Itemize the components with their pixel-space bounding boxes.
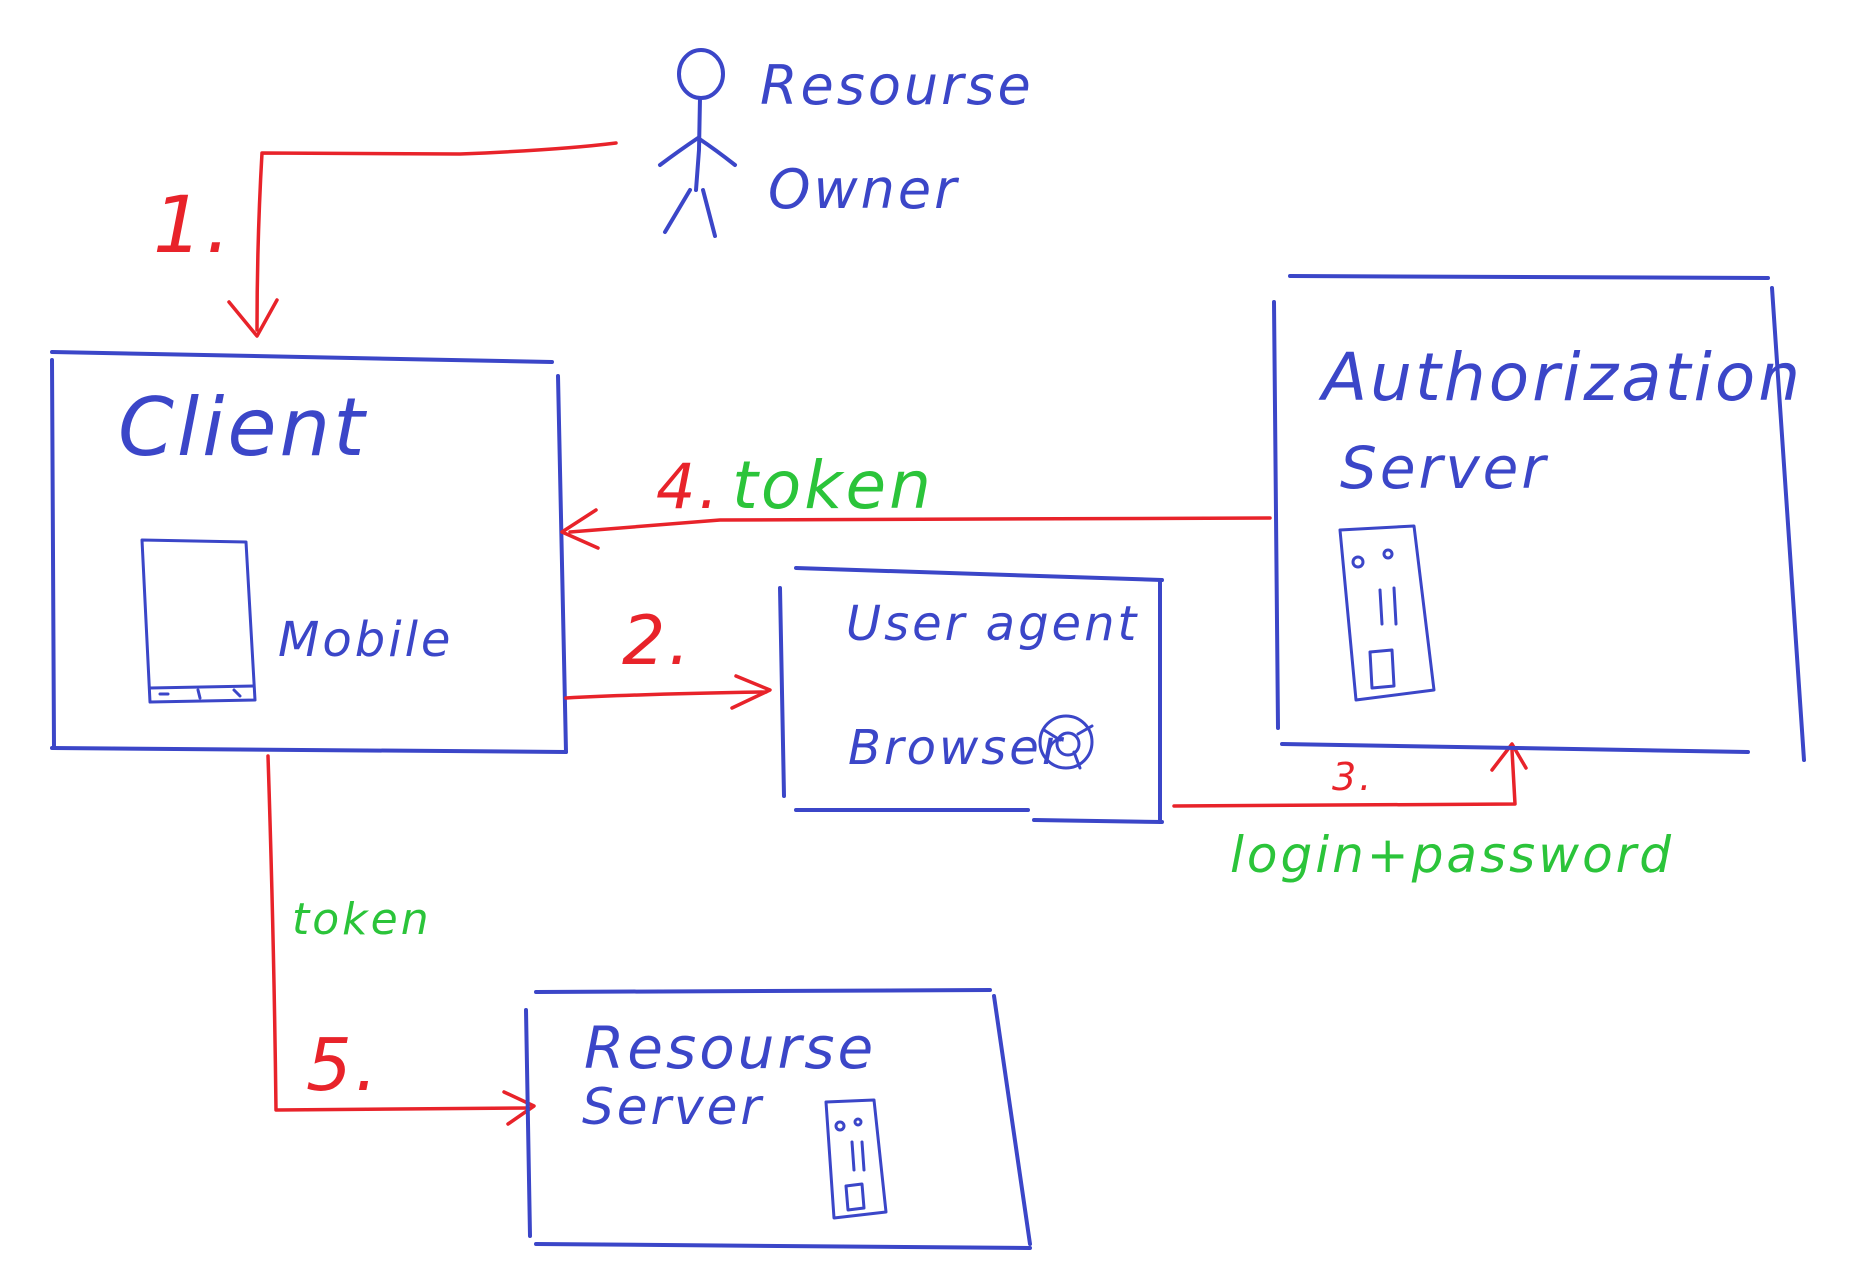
arrow-step-1: 1.: [153, 141, 618, 338]
mobile-phone-icon: [140, 538, 257, 704]
client-title: Client: [118, 381, 368, 474]
token-to-resource-label: token: [292, 894, 432, 945]
auth-server-title: Authorization: [1318, 339, 1803, 416]
step-5-label: 5.: [306, 1023, 381, 1107]
user-agent-title: User agent: [846, 596, 1139, 652]
arrow-step-3: 3. login+password: [1172, 742, 1674, 884]
authorization-server-box: Authorization Server: [1272, 274, 1806, 762]
step-3-label: 3.: [1332, 755, 1374, 799]
browser-label: Browser: [848, 720, 1065, 776]
login-password-label: login+password: [1230, 826, 1674, 884]
user-agent-box: User agent Browser: [778, 566, 1164, 824]
mobile-label: Mobile: [278, 612, 453, 668]
arrow-step-2: 2.: [564, 602, 772, 710]
resource-owner: Resourse Owner: [658, 48, 1034, 238]
resource-server-title: Resourse: [584, 1014, 876, 1082]
server-icon: [1338, 524, 1436, 702]
server-icon: [824, 1098, 888, 1220]
arrow-step-4: 4. token: [560, 447, 1272, 550]
client-box: Client Mobile: [50, 350, 568, 754]
step-2-label: 2.: [622, 602, 693, 681]
stick-figure-icon: [658, 48, 737, 238]
owner-label-line1: Resourse: [760, 54, 1034, 117]
step-4-token-label: token: [732, 447, 934, 524]
owner-label-line2: Owner: [768, 158, 959, 221]
step-4-number: 4.: [656, 450, 721, 523]
step-1-label: 1.: [153, 181, 233, 271]
arrow-step-5: token 5.: [266, 754, 536, 1126]
resource-server-subtitle: Server: [582, 1078, 764, 1136]
resource-server-box: Resourse Server: [524, 988, 1032, 1250]
auth-server-subtitle: Server: [1340, 434, 1548, 502]
browser-icon: [1038, 714, 1094, 770]
